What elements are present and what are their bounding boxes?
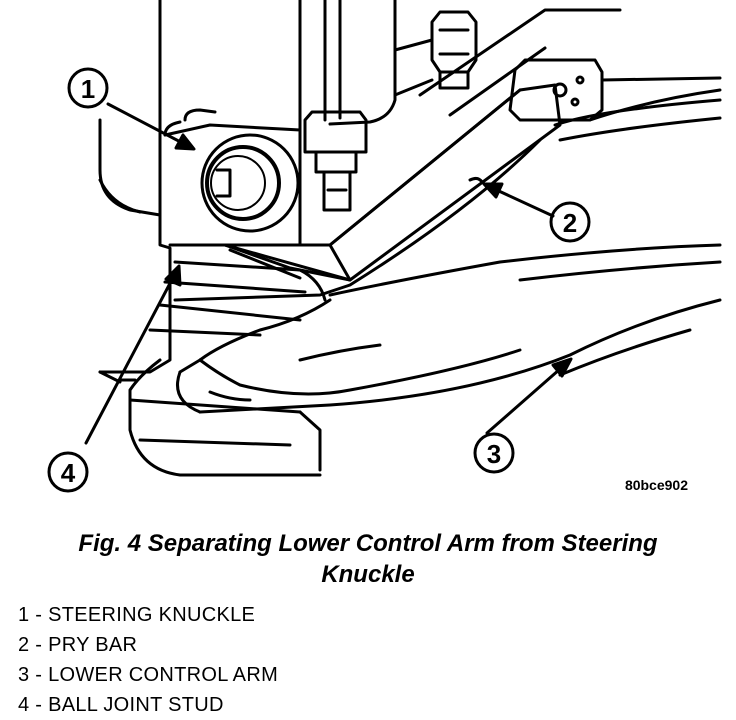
callout-2-label: 2 (563, 208, 577, 238)
callout-3-label: 3 (487, 439, 501, 469)
ball-joint-stud (98, 260, 327, 477)
tie-rod-end (418, 8, 722, 122)
bolt-and-sensor (298, 0, 478, 212)
image-code: 80bce902 (625, 477, 688, 493)
legend-item: 3 - LOWER CONTROL ARM (18, 664, 279, 686)
callout-1: 1 (67, 67, 109, 109)
legend-item: 2 - PRY BAR (18, 634, 138, 656)
caption-line-2: Knuckle (321, 561, 415, 588)
lower-control-arm (173, 98, 722, 414)
caption-line-1: Fig. 4 Separating Lower Control Arm from… (78, 530, 658, 557)
callout-4: 4 (47, 451, 89, 493)
leader-arrows (84, 102, 573, 445)
legend-item: 4 - BALL JOINT STUD (18, 694, 224, 716)
callout-3: 3 (473, 432, 515, 474)
callout-4-label: 4 (61, 458, 76, 488)
parts-legend: 1 - STEERING KNUCKLE 2 - PRY BAR 3 - LOW… (18, 600, 278, 720)
callout-2: 2 (549, 201, 591, 243)
diagram-illustration: 1 2 3 4 80bce902 (47, 0, 722, 493)
figure-caption: Fig. 4 Separating Lower Control Arm from… (0, 528, 736, 590)
legend-item: 1 - STEERING KNUCKLE (18, 604, 256, 626)
steering-knuckle (98, 0, 302, 374)
callout-1-label: 1 (81, 74, 95, 104)
pry-bar (223, 83, 562, 282)
